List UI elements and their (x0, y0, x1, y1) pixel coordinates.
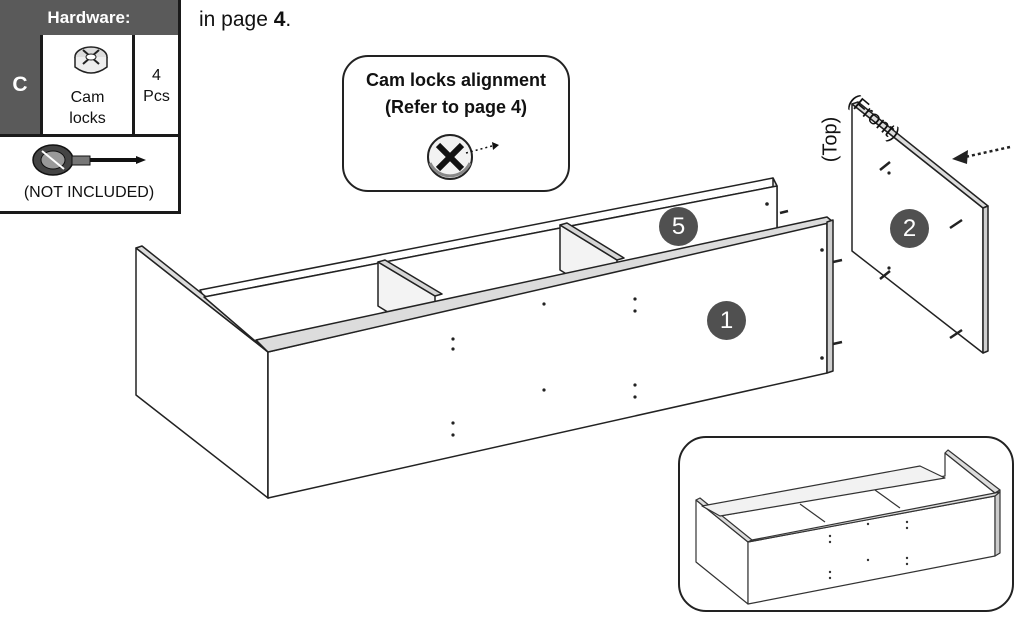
cam-lock-alignment-icon (427, 134, 499, 180)
screwdriver-icon (32, 144, 146, 176)
cam-lock-callout: Cam locks alignment (Refer to page 4) (342, 55, 570, 192)
callout-title: Cam locks alignment (365, 70, 547, 90)
hardware-item-line1: Cam (70, 89, 105, 106)
label-front: (Front) (843, 90, 904, 146)
hardware-title: Hardware: (0, 0, 178, 35)
tool-row: (NOT INCLUDED) (0, 134, 178, 211)
hardware-qty-number: 4 (152, 67, 161, 84)
hardware-item-cell: Cam locks (40, 35, 135, 134)
tool-note: (NOT INCLUDED) (23, 184, 155, 201)
part-number-badge-1: 1 (707, 301, 746, 340)
instruction-text: in page 4. (199, 8, 291, 32)
hardware-table: Hardware: C Cam locks 4 Pcs (NOT INCLUDE… (0, 0, 181, 214)
hardware-item-line2: locks (69, 110, 106, 127)
part-number-badge-5: 5 (659, 207, 698, 246)
hardware-qty-unit: Pcs (143, 88, 170, 105)
finished-assembly-icon (695, 449, 1001, 605)
hardware-letter: C (0, 35, 40, 134)
cam-lock-icon (74, 46, 108, 74)
instruction-page-ref: 4 (273, 8, 286, 31)
label-top: (Top) (819, 116, 842, 163)
instruction-prefix: in page (199, 8, 274, 31)
instruction-suffix: . (285, 8, 292, 31)
hardware-qty: 4 Pcs (135, 35, 178, 134)
part-number-badge-2: 2 (890, 209, 929, 248)
callout-reference: (Refer to page 4) (384, 97, 528, 117)
finished-assembly-inset (678, 436, 1014, 612)
